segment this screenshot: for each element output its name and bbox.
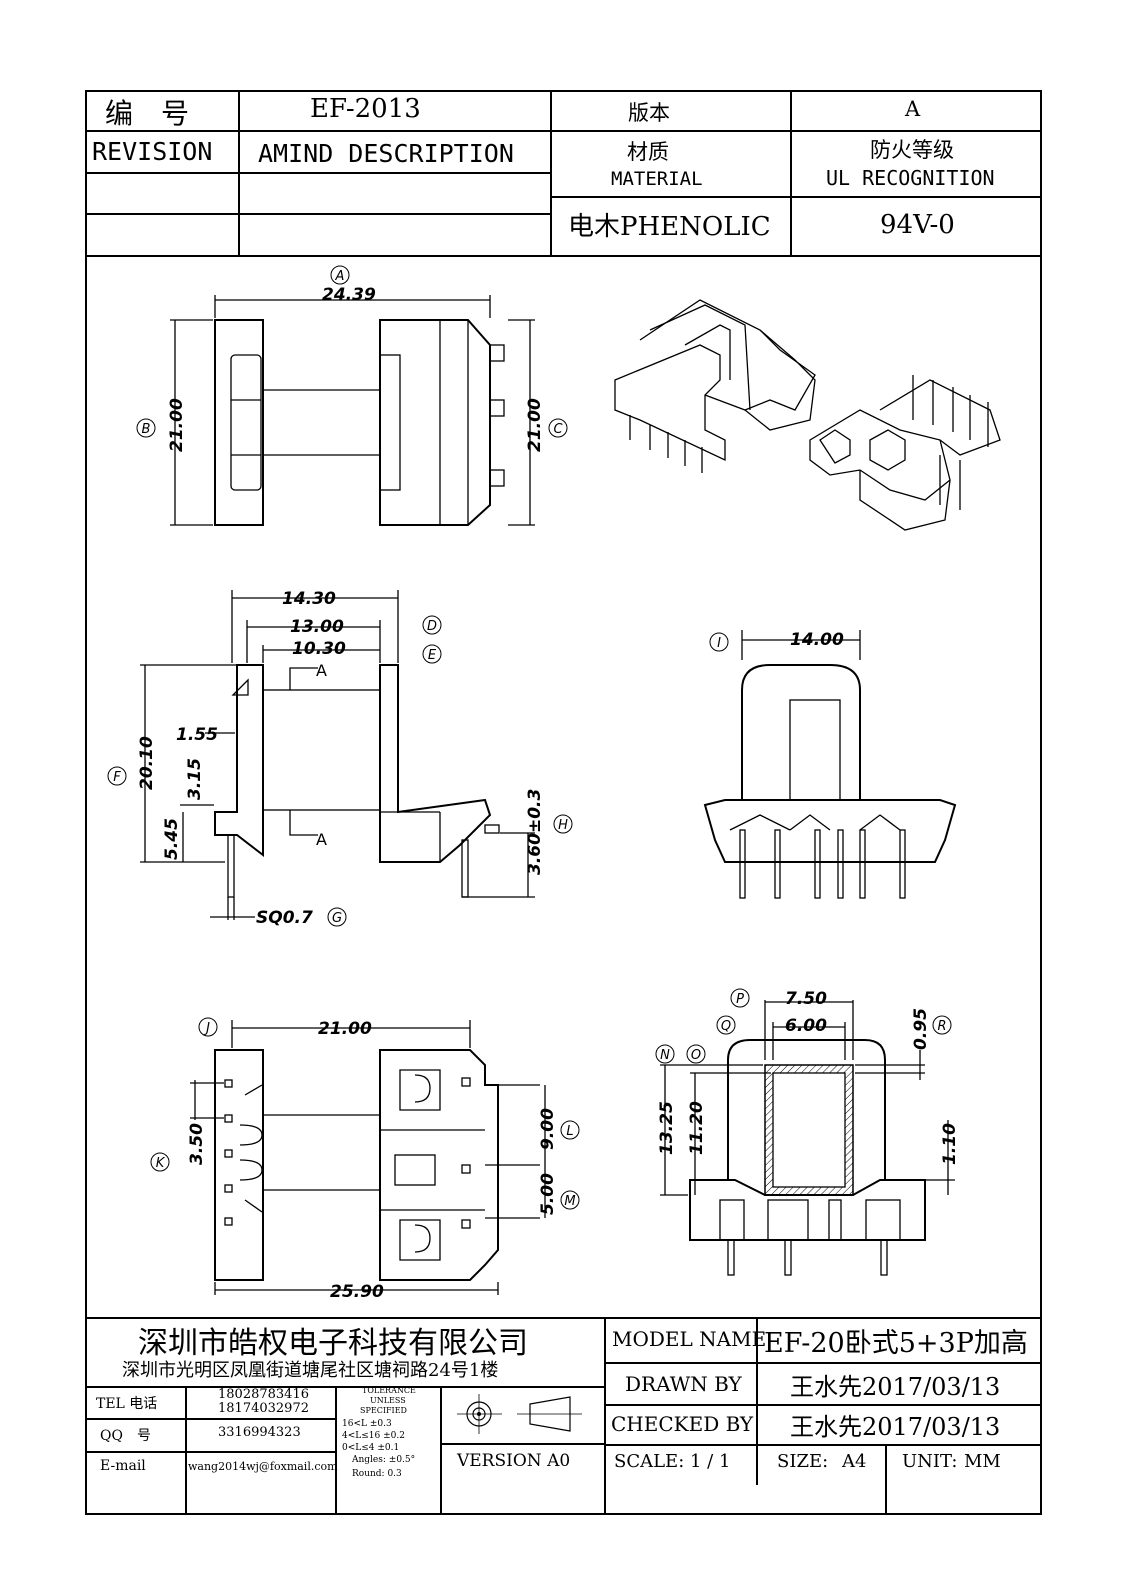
dim-r-value: 0.95 — [911, 1008, 931, 1050]
tolerance-row-1: 16<L ±0.3 — [342, 1419, 392, 1429]
part-number: EF-2013 — [310, 94, 421, 124]
email-label: E-mail — [100, 1458, 146, 1474]
scale-label: SCALE: — [614, 1451, 685, 1472]
dim-a-value: 24.39 — [322, 285, 376, 305]
dim-tag-n: N — [660, 1048, 670, 1063]
checked-label: CHECKED BY — [611, 1412, 754, 1436]
dim-h-value: 3.60±0.3 — [525, 789, 545, 875]
dim-g-value: SQ0.7 — [256, 908, 313, 928]
tolerance-row-4: Angles: ±0.5° — [352, 1455, 416, 1465]
isometric-view-right — [809, 375, 1001, 531]
drawn-value: 王水先2017/03/13 — [790, 1373, 1001, 1401]
bottom-view — [190, 1020, 546, 1295]
qq-label: QQ 号 — [100, 1428, 151, 1444]
drawn-label: DRAWN BY — [625, 1372, 742, 1396]
dim-tag-j: J — [203, 1021, 210, 1036]
dim-tag-h: H — [558, 818, 568, 833]
dim-n-value: 13.25 — [657, 1101, 677, 1155]
dim-b-value: 21.00 — [167, 398, 187, 452]
dim-315: 3.15 — [185, 758, 205, 800]
amind-label: AMIND DESCRIPTION — [258, 139, 514, 168]
tel-label: TEL 电话 — [96, 1396, 158, 1412]
dim-110: 1.10 — [940, 1123, 960, 1165]
material-cn: 材质 — [627, 140, 669, 164]
version-label: 版本 — [628, 101, 670, 125]
company-address: 深圳市光明区凤凰街道塘尾社区塘祠路24号1楼 — [122, 1360, 499, 1381]
section-view — [660, 1000, 955, 1276]
number-label: 编 号 — [105, 97, 190, 130]
dim-e-value: 10.30 — [292, 639, 346, 659]
dim-k-value: 3.50 — [187, 1123, 207, 1165]
dim-tag-p: P — [736, 992, 744, 1007]
version-value: A — [905, 97, 921, 121]
dim-tag-o: O — [691, 1048, 701, 1063]
dim-bottom-width: 25.90 — [330, 1282, 384, 1302]
dim-tag-d: D — [427, 619, 437, 634]
dim-c-value: 21.00 — [525, 398, 545, 452]
isometric-view-left — [614, 299, 816, 473]
front-view — [703, 630, 957, 899]
material-en: MATERIAL — [611, 168, 703, 190]
fire-en: UL RECOGNITION — [826, 166, 995, 190]
size-label: SIZE: — [777, 1451, 829, 1472]
dim-tag-a: A — [335, 269, 345, 284]
dim-tag-g: G — [332, 911, 342, 926]
tolerance-title-1: TOLERANCE — [362, 1386, 416, 1395]
projection-symbol-icon — [457, 1394, 582, 1434]
email-value: wang2014wj@foxmail.com — [188, 1460, 338, 1473]
scale-value: 1 / 1 — [690, 1451, 731, 1472]
dim-j-value: 21.00 — [318, 1019, 372, 1039]
model-value: EF-20卧式5+3P加高 — [764, 1328, 1028, 1359]
dim-155: 1.55 — [176, 725, 218, 745]
dim-tag-e: E — [428, 648, 437, 663]
dim-d-value: 13.00 — [290, 617, 344, 637]
dim-top-width: 14.30 — [282, 589, 336, 609]
dim-tag-c: C — [553, 422, 563, 437]
tel-2: 18174032972 — [218, 1401, 309, 1416]
material-value: 电木PHENOLIC — [568, 212, 771, 242]
unit-value: MM — [964, 1451, 1001, 1472]
top-view — [170, 295, 535, 526]
tolerance-title-3: SPECIFIED — [360, 1406, 407, 1415]
qq-value: 3316994323 — [218, 1425, 301, 1440]
dim-o-value: 11.20 — [687, 1101, 707, 1155]
tolerance-title-2: UNLESS — [370, 1396, 406, 1405]
dim-q-value: 6.00 — [785, 1016, 827, 1036]
fire-cn: 防火等级 — [870, 138, 954, 162]
dim-tag-i: I — [717, 636, 721, 651]
dim-tag-l: L — [566, 1124, 573, 1139]
tel-1: 18028783416 — [218, 1387, 309, 1402]
dim-tag-f: F — [113, 770, 121, 785]
revision-label: REVISION — [92, 137, 213, 166]
dim-p-value: 7.50 — [785, 989, 827, 1009]
side-view — [140, 590, 535, 920]
model-label: MODEL NAME — [612, 1327, 767, 1351]
dim-tag-k: K — [156, 1156, 166, 1171]
dim-tag-r: R — [937, 1019, 946, 1034]
tolerance-row-3: 0<L≤4 ±0.1 — [342, 1443, 400, 1453]
dim-tag-q: Q — [721, 1019, 731, 1034]
dim-tag-b: B — [142, 422, 151, 437]
dim-i-value: 14.00 — [790, 630, 844, 650]
dim-m-value: 5.00 — [538, 1173, 558, 1215]
tolerance-row-2: 4<L≤16 ±0.2 — [342, 1431, 405, 1441]
checked-value: 王水先2017/03/13 — [790, 1413, 1001, 1441]
tolerance-row-5: Round: 0.3 — [352, 1469, 402, 1479]
version-text: VERSION A0 — [457, 1451, 571, 1471]
section-a-top: A — [316, 661, 327, 680]
dim-l-value: 9.00 — [538, 1108, 558, 1150]
size-value: A4 — [842, 1451, 867, 1472]
company-name: 深圳市皓权电子科技有限公司 — [138, 1326, 528, 1361]
section-a-bottom: A — [316, 830, 327, 849]
dim-f-value: 20.10 — [137, 736, 157, 790]
unit-label: UNIT: — [902, 1451, 958, 1472]
dim-545: 5.45 — [162, 818, 182, 860]
drawing-frame — [85, 90, 1042, 1515]
fire-value: 94V-0 — [880, 210, 955, 240]
dim-tag-m: M — [564, 1194, 575, 1209]
